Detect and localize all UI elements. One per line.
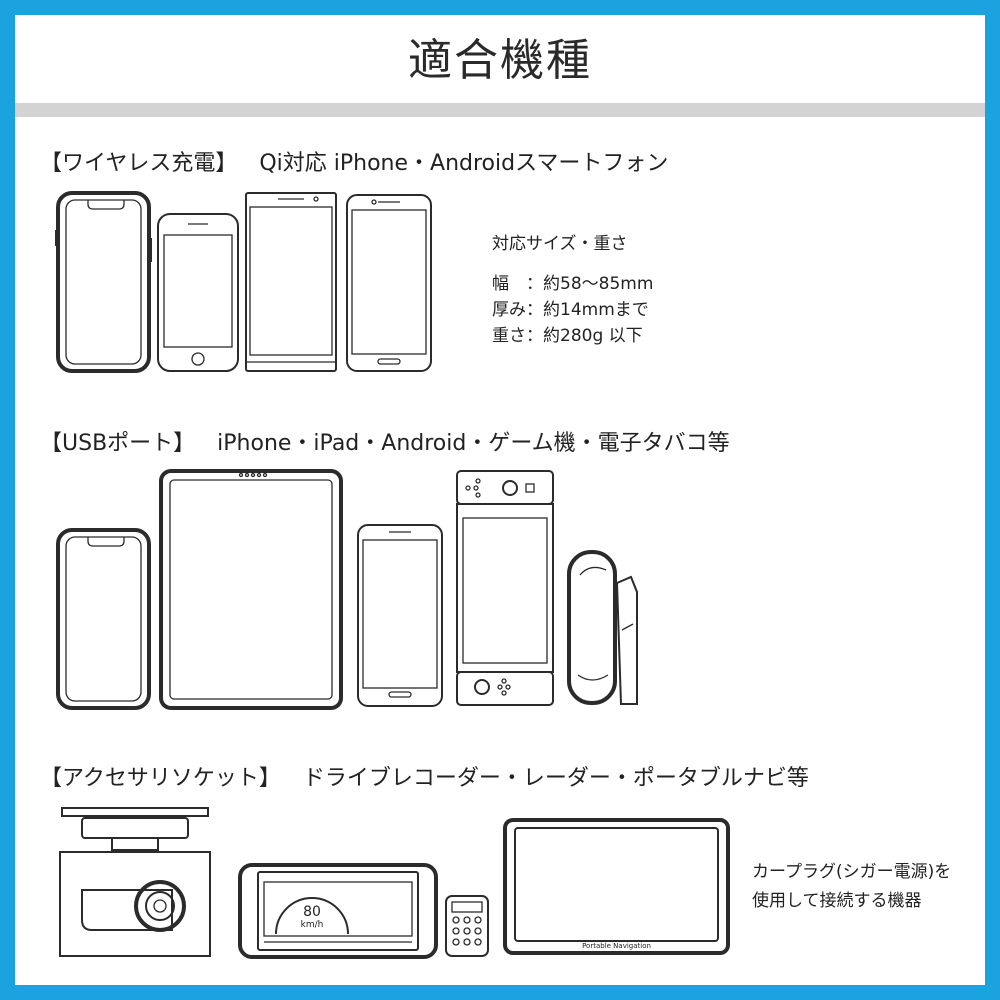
- section-wireless-label: 【ワイヤレス充電】: [40, 151, 238, 176]
- remote-icon: [445, 895, 489, 957]
- speed-unit: km/h: [300, 920, 324, 930]
- note-line: 使用して接続する機器: [752, 891, 922, 911]
- section-accessory-desc: ドライブレコーダー・レーダー・ポータブルナビ等: [302, 766, 809, 791]
- section-wireless-heading: 【ワイヤレス充電】 Qi対応 iPhone・Androidスマートフォン: [40, 145, 668, 177]
- dashcam-icon: [59, 807, 211, 957]
- spec-title: 対応サイズ・重さ: [492, 234, 628, 254]
- e-cigarette-icon: [567, 550, 638, 705]
- portable-navigation-icon: [503, 818, 730, 955]
- android-phone-icon: [357, 524, 443, 707]
- section-usb-heading: 【USBポート】 iPhone・iPad・Android・ゲーム機・電子タバコ等: [40, 425, 730, 457]
- ipad-icon: [159, 469, 343, 710]
- spec-key: 幅 ：: [492, 274, 543, 294]
- section-usb-desc: iPhone・iPad・Android・ゲーム機・電子タバコ等: [217, 431, 730, 456]
- spec-key: 厚み：: [492, 300, 543, 320]
- section-accessory-heading: 【アクセサリソケット】ドライブレコーダー・レーダー・ポータブルナビ等: [40, 760, 809, 792]
- speed-value: 80: [303, 904, 321, 920]
- spec-row-thickness: 厚み：約14mmまで: [492, 297, 653, 323]
- section-accessory-label: 【アクセサリソケット】: [40, 766, 281, 791]
- title-divider: [15, 103, 985, 117]
- spec-key: 重さ：: [492, 326, 543, 346]
- iphone-8-icon: [157, 213, 239, 372]
- android-phone-icon: [346, 194, 432, 372]
- accessory-note: カープラグ(シガー電源)を 使用して接続する機器: [752, 858, 951, 916]
- android-phone-icon: [245, 192, 337, 372]
- radar-detector-icon: [238, 863, 438, 959]
- spec-block: 対応サイズ・重さ 幅 ：約58〜85mm 厚み：約14mmまで 重さ：約280g…: [492, 231, 653, 349]
- spec-value: 約58〜85mm: [543, 274, 654, 294]
- game-console-icon: [456, 470, 554, 706]
- navi-label: Portable Navigation: [582, 942, 651, 950]
- spec-row-width: 幅 ：約58〜85mm: [492, 271, 653, 297]
- spec-value: 約280g 以下: [543, 326, 643, 346]
- iphone-x-icon: [56, 528, 151, 710]
- spec-row-weight: 重さ：約280g 以下: [492, 323, 653, 349]
- spec-value: 約14mmまで: [543, 300, 649, 320]
- page-title: 適合機種: [408, 35, 592, 86]
- section-usb-label: 【USBポート】: [40, 431, 196, 456]
- note-line: カープラグ(シガー電源)を: [752, 862, 952, 882]
- iphone-x-icon: [55, 191, 152, 373]
- section-wireless-desc: Qi対応 iPhone・Androidスマートフォン: [259, 151, 669, 176]
